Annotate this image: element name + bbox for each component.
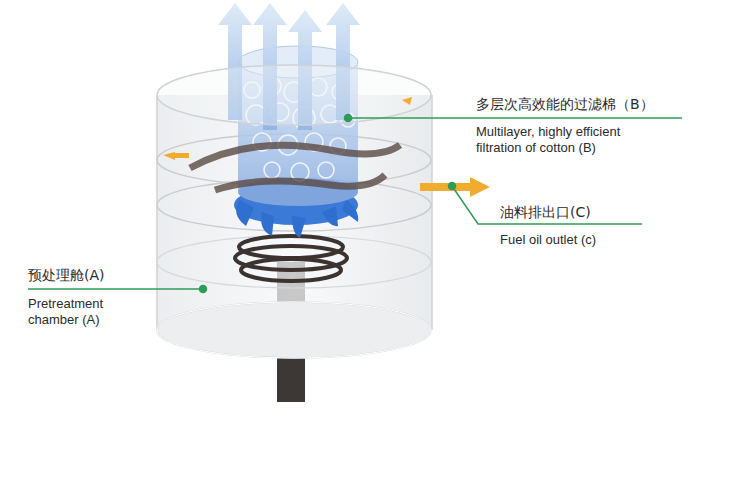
callout-label-en: Multilayer, highly efficient filtration … — [476, 124, 656, 156]
oil-flow-arrows — [163, 97, 490, 197]
callout-label-en: Fuel oil outlet (c) — [500, 232, 650, 248]
housing-base — [157, 302, 431, 358]
shelf — [157, 236, 431, 288]
callout-label-en: Pretreatment chamber (A) — [28, 296, 128, 328]
callout-label-zh: 预处理舱(A) — [28, 266, 105, 284]
callout-label-zh: 多层次高效能的过滤棉（B） — [476, 95, 654, 113]
callout-label-zh: 油料排出口(C) — [500, 203, 591, 221]
housing-edge — [156, 95, 158, 330]
housing-edge — [431, 95, 433, 330]
housing-base — [157, 302, 431, 358]
leader-lines — [28, 115, 682, 293]
swirl-flow — [190, 145, 400, 190]
housing-rim — [157, 65, 431, 125]
pretreatment-coil — [235, 236, 347, 281]
